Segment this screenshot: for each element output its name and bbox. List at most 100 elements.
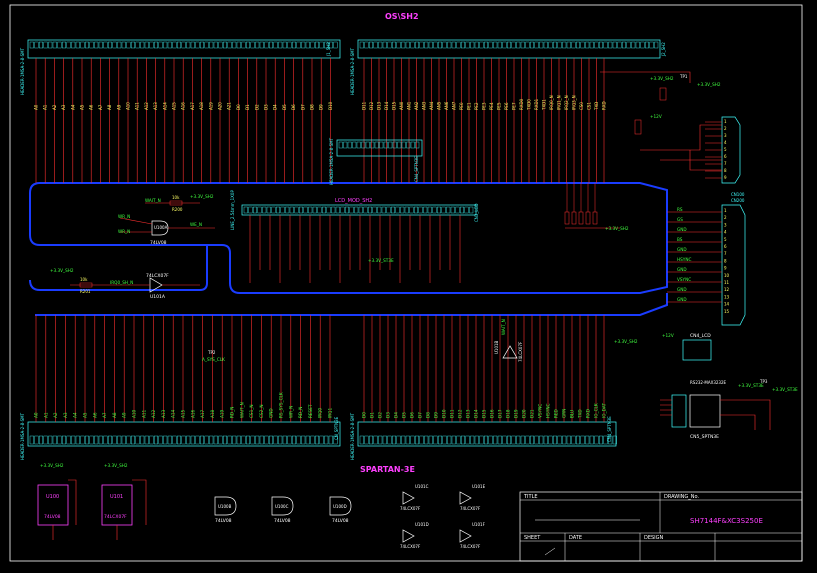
connector-pin	[396, 41, 401, 49]
connector-pin	[373, 41, 378, 49]
connector-pin	[562, 41, 567, 49]
ic-u100-vcc: +3.3V_SH2	[40, 463, 64, 468]
connector-pin	[39, 41, 44, 49]
connector-pin	[520, 41, 525, 49]
connector-pin	[259, 41, 264, 49]
pin-label: CS0	[579, 102, 584, 110]
svg-text:74LCX07F: 74LCX07F	[460, 544, 481, 549]
connector-pin	[343, 141, 348, 149]
connector-pin	[654, 41, 659, 49]
pin-label: D4	[394, 412, 399, 418]
pin-label: TXD	[594, 102, 599, 111]
pin-label: D7	[418, 412, 423, 418]
connector-pin	[186, 435, 191, 445]
connector-pin	[52, 41, 57, 49]
pin-label: A9	[122, 412, 127, 418]
cap-c101	[634, 119, 642, 135]
connector-pin	[553, 41, 558, 49]
connector-pin	[273, 41, 278, 49]
connector-pin	[464, 206, 469, 214]
net-sysclk: A_SYS_CLK	[202, 357, 225, 362]
connector-pin	[98, 435, 103, 445]
connector-cn5	[671, 394, 687, 428]
vga-pin-num: 5	[724, 237, 727, 242]
connector-pin	[176, 41, 181, 49]
vga-pin-num: 12	[724, 287, 730, 292]
connector-pin	[585, 435, 590, 445]
pin-label: IRQ1	[328, 408, 333, 418]
db9-pin-num: 7	[724, 161, 727, 166]
connector-pin	[167, 41, 172, 49]
connector-pin	[222, 435, 227, 445]
vga-pin-num: 3	[724, 222, 727, 227]
connector-pin	[410, 141, 415, 149]
connector-pin	[530, 435, 535, 445]
pin-label: A1	[43, 104, 48, 110]
svg-text:74LV08: 74LV08	[215, 518, 232, 524]
svg-text:74LV08: 74LV08	[44, 514, 61, 520]
connector-pin	[419, 435, 424, 445]
connector-pin	[89, 435, 94, 445]
connector-pin	[349, 206, 354, 214]
connector-pin	[140, 435, 145, 445]
connector-pin	[303, 206, 308, 214]
connector-pin	[455, 206, 460, 214]
svg-text:74LCX07F: 74LCX07F	[400, 544, 421, 549]
db9-pin-num: 5	[724, 147, 727, 152]
connector-mid-pins	[338, 141, 420, 149]
ic-u101-vcc: +3.3V_SH2	[104, 463, 128, 468]
connector-pin	[364, 435, 369, 445]
connector-pin	[401, 435, 406, 445]
connector-pin	[415, 41, 420, 49]
lcd-wires	[249, 215, 461, 283]
connector-pin	[359, 41, 364, 49]
net-wr: WR_N	[118, 214, 130, 219]
connector-pin	[340, 206, 345, 214]
connector-pin	[112, 435, 117, 445]
connector-pin	[566, 41, 571, 49]
connector-pin	[488, 41, 493, 49]
pin-label: BLU	[570, 410, 575, 418]
vcc-e2: +3.3V_ST3E	[772, 387, 798, 392]
connector-pin	[608, 41, 613, 49]
vga-pin-num: 6	[724, 244, 727, 249]
connector-pin	[401, 141, 406, 149]
connector-pin	[599, 41, 604, 49]
pin-label: D17	[498, 409, 503, 418]
connector-pin	[539, 41, 544, 49]
connector-pin	[423, 206, 428, 214]
pin-label: D6	[291, 104, 296, 110]
net-we: WE_N	[190, 222, 202, 227]
connector-pin	[167, 435, 172, 445]
j1-ref: J1_SH2	[326, 42, 331, 57]
pin-label: A3	[63, 412, 68, 418]
pin-label: D13	[377, 101, 382, 110]
connector-pin	[103, 435, 108, 445]
vcc-f: +3.3V_SH2	[614, 339, 638, 344]
pin-label: GRN	[562, 409, 567, 418]
pin-label: AN1	[407, 101, 412, 110]
svg-text:74LCX07F: 74LCX07F	[400, 506, 421, 511]
connector-pin	[356, 141, 361, 149]
connector-pin	[543, 41, 548, 49]
connector-pin	[507, 41, 512, 49]
connector-pin	[218, 435, 223, 445]
connector-pin	[427, 206, 432, 214]
vga-connector	[721, 204, 746, 326]
connector-pin	[488, 435, 493, 445]
top-title: OS\SH2	[385, 12, 419, 21]
pin-label: D5	[402, 412, 407, 418]
connector-pin	[227, 435, 232, 445]
connector-pin	[474, 41, 479, 49]
pin-label: A18	[210, 409, 215, 418]
pin-label: D21	[530, 409, 535, 418]
pin-label: A4	[73, 412, 78, 418]
connector-pin	[57, 435, 62, 445]
connector-pin	[333, 41, 338, 49]
pin-label: A5	[83, 412, 88, 418]
connector-pin	[29, 435, 34, 445]
vga-label: BS	[677, 237, 683, 242]
pin-label: A2	[52, 104, 57, 110]
